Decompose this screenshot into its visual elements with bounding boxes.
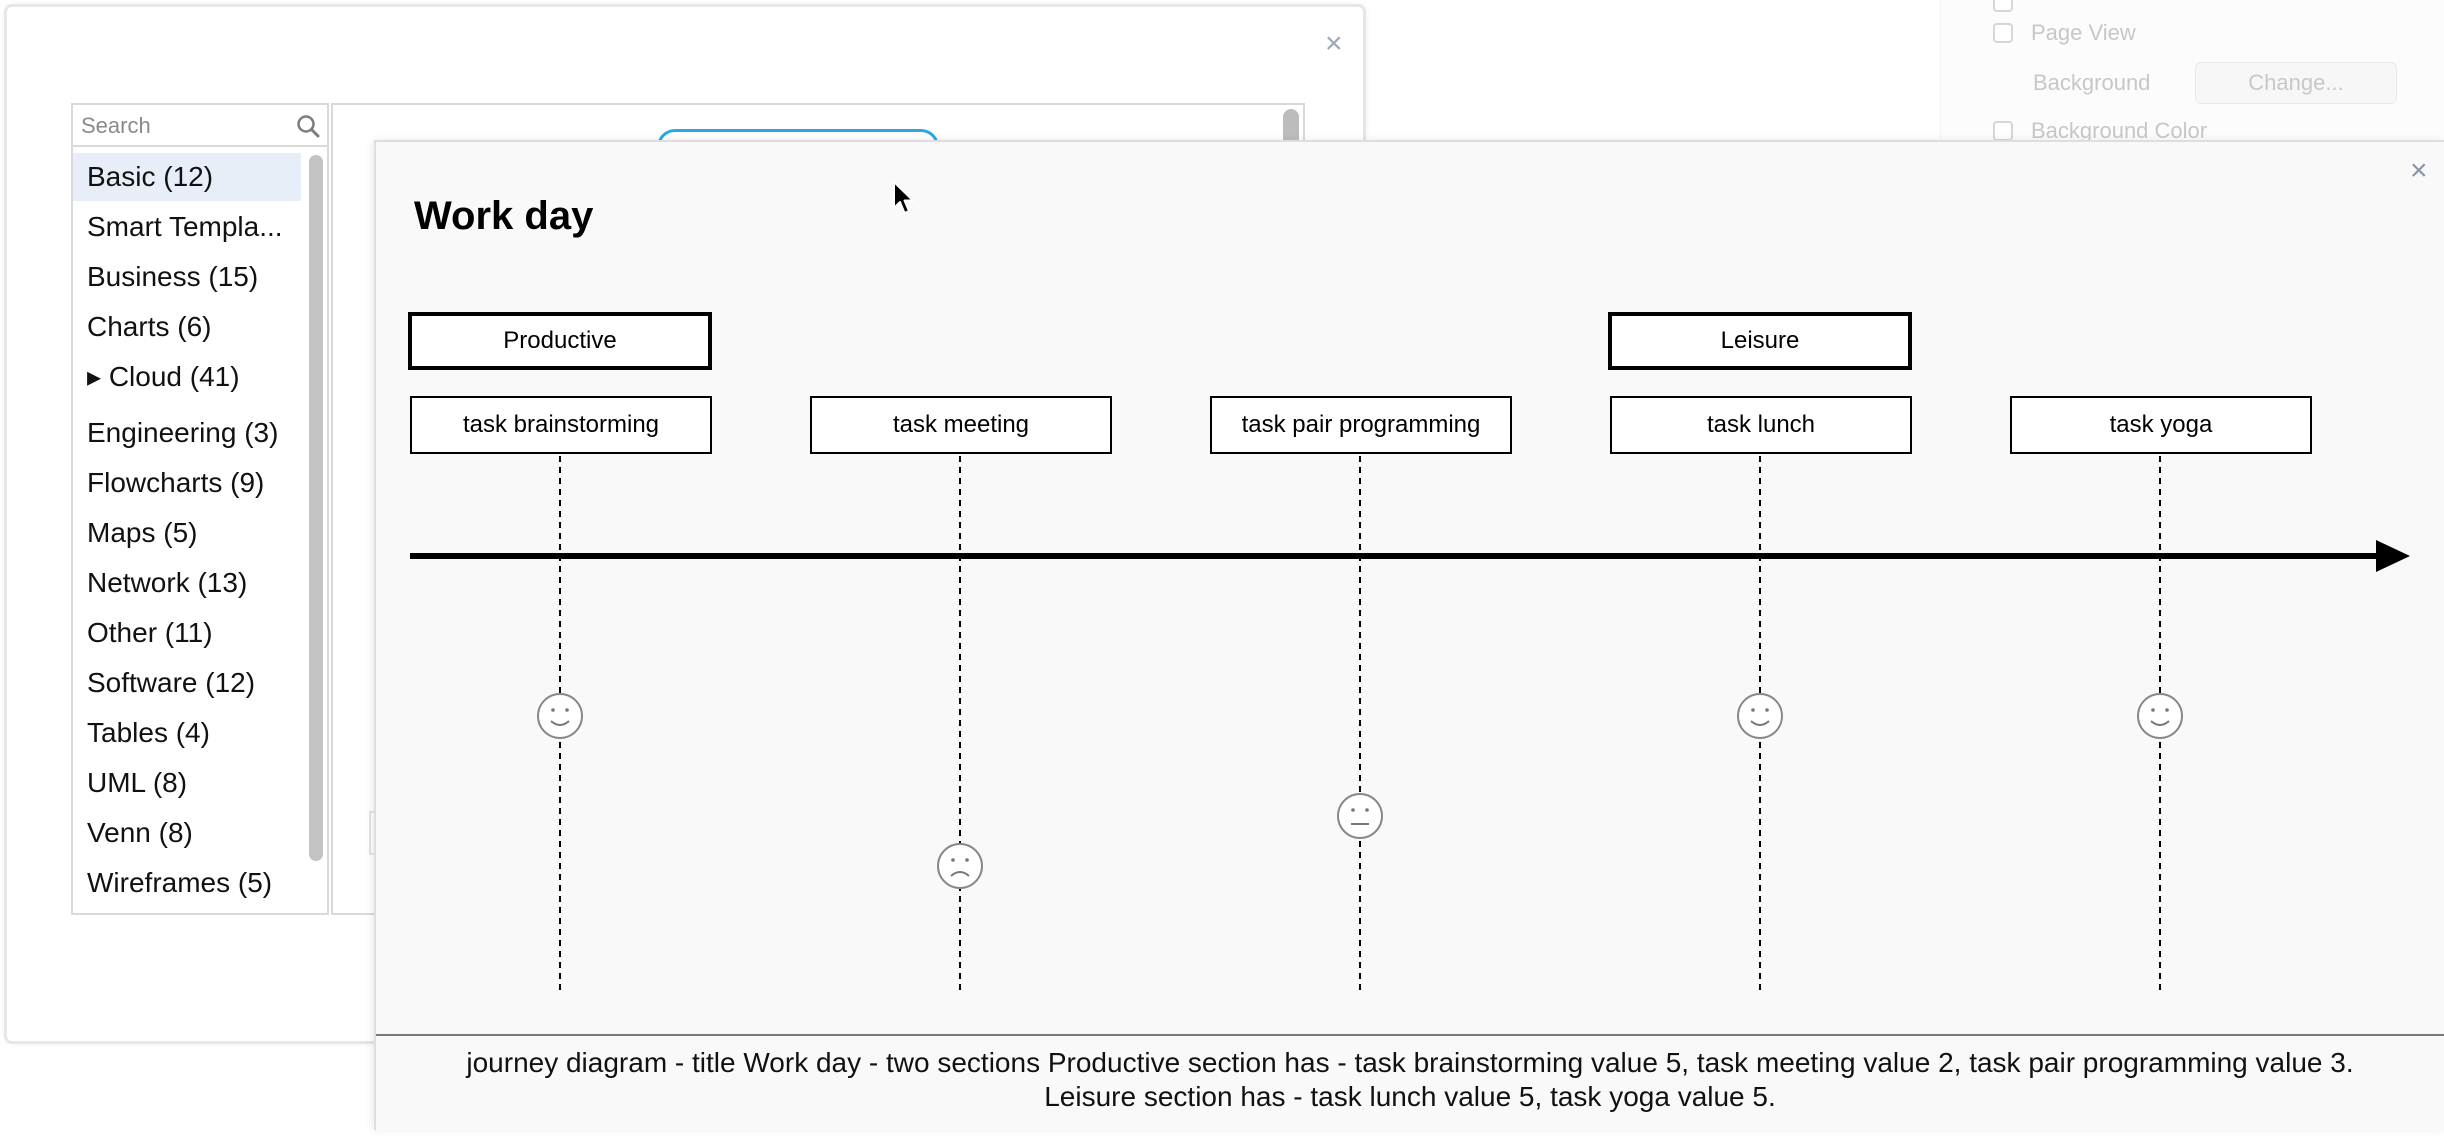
background-row: Background (2033, 70, 2150, 96)
category-item[interactable]: Basic (12) (73, 153, 301, 201)
change-background-button[interactable]: Change... (2195, 62, 2397, 104)
page-view-label: Page View (2031, 20, 2136, 45)
template-search-input[interactable] (79, 111, 283, 141)
task-brainstorming[interactable]: task brainstorming (410, 396, 712, 454)
template-category-list: Basic (12) Smart Templa... Business (15)… (71, 147, 329, 915)
format-panel: Page View Background Change... Backgroun… (1940, 0, 2444, 160)
diagram-description: journey diagram - title Work day - two s… (376, 1046, 2444, 1114)
description-line: journey diagram - title Work day - two s… (466, 1047, 2354, 1078)
section-leisure[interactable]: Leisure (1608, 312, 1912, 370)
category-item[interactable]: Business (15) (87, 261, 259, 292)
page-view-checkbox[interactable] (1993, 23, 2013, 43)
task-lunch[interactable]: task lunch (1610, 396, 1912, 454)
neutral-face-icon (1337, 793, 1383, 839)
section-productive[interactable]: Productive (408, 312, 712, 370)
category-item[interactable]: Charts (6) (87, 311, 212, 342)
happy-face-icon (1737, 693, 1783, 739)
happy-face-icon (2137, 693, 2183, 739)
preview-scrollbar[interactable] (1283, 109, 1299, 149)
category-item[interactable]: Wireframes (5) (87, 867, 273, 898)
task-yoga[interactable]: task yoga (2010, 396, 2312, 454)
search-icon[interactable] (295, 113, 321, 139)
background-label: Background (2033, 70, 2151, 95)
category-item[interactable]: Network (13) (87, 567, 248, 598)
background-color-row[interactable]: Background Color (1993, 118, 2207, 144)
category-item[interactable]: ▸ Cloud (41) (87, 361, 240, 392)
mouse-cursor-icon (893, 181, 914, 214)
template-search-box (71, 103, 329, 147)
sad-face-icon (937, 843, 983, 889)
task-pair-programming[interactable]: task pair programming (1210, 396, 1512, 454)
category-item[interactable]: Smart Templa... (87, 211, 283, 242)
happy-face-icon (537, 693, 583, 739)
category-item[interactable]: Engineering (3) (87, 417, 279, 448)
background-color-label: Background Color (2031, 118, 2208, 143)
category-item[interactable]: Venn (8) (87, 817, 193, 848)
top-checkbox-row[interactable] (1993, 0, 2031, 12)
task-meeting[interactable]: task meeting (810, 396, 1112, 454)
category-item[interactable]: Other (11) (87, 617, 213, 648)
category-item[interactable]: Maps (5) (87, 517, 198, 548)
background-color-checkbox[interactable] (1993, 121, 2013, 141)
arrowhead-icon (2376, 540, 2410, 572)
category-scrollbar[interactable] (309, 155, 323, 861)
category-item[interactable]: Flowcharts (9) (87, 467, 265, 498)
description-line: Leisure section has - task lunch value 5… (1044, 1081, 1776, 1112)
diagram-description-bar: journey diagram - title Work day - two s… (376, 1034, 2444, 1130)
category-item[interactable]: UML (8) (87, 767, 188, 798)
category-item[interactable]: Tables (4) (87, 717, 210, 748)
category-item[interactable]: Software (12) (87, 667, 256, 698)
journey-timeline (410, 456, 2410, 990)
template-dialog-close-icon[interactable]: × (1325, 27, 1343, 60)
journey-dialog-close-icon[interactable]: × (2410, 154, 2428, 187)
page-view-row[interactable]: Page View (1993, 20, 2136, 46)
diagram-title: Work day (414, 194, 594, 238)
top-checkbox[interactable] (1993, 0, 2013, 12)
journey-diagram-dialog: × Work day (374, 140, 2444, 1130)
